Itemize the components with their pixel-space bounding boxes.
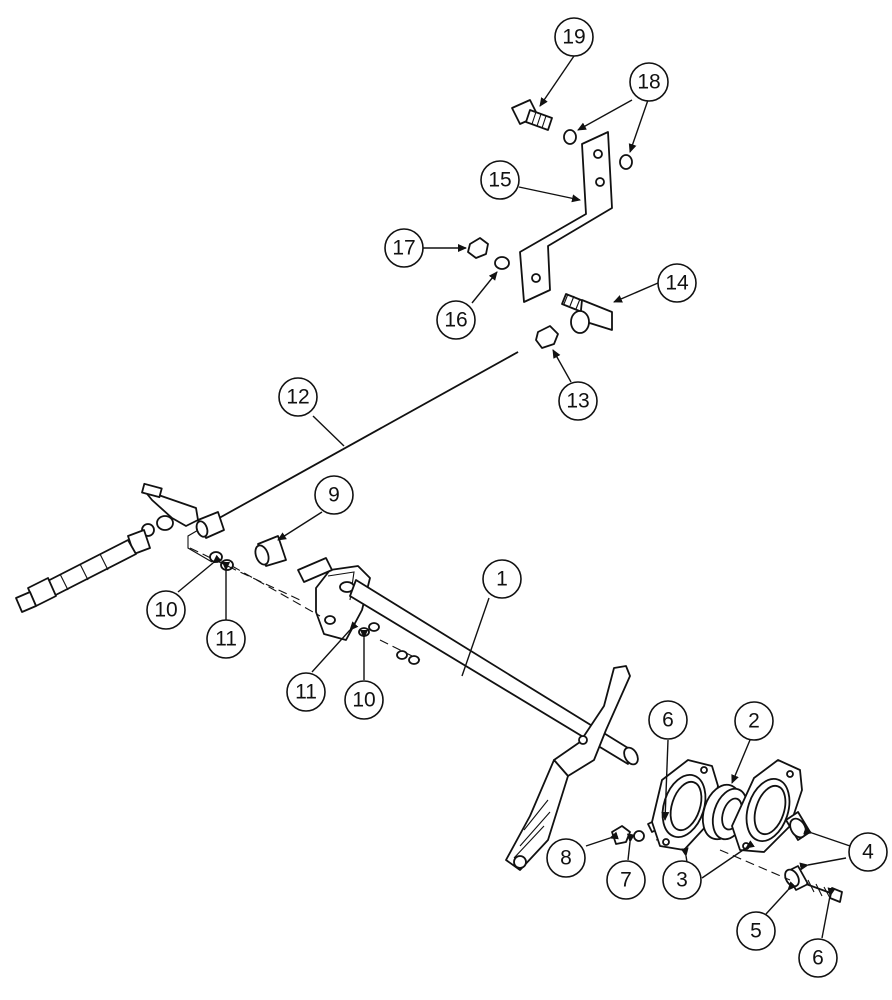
svg-text:4: 4 [862, 841, 874, 864]
callout-18: 18 [629, 62, 669, 102]
svg-text:14: 14 [665, 272, 689, 295]
control-rod [187, 351, 519, 563]
svg-text:18: 18 [637, 71, 660, 94]
svg-text:19: 19 [562, 26, 585, 49]
svg-text:6: 6 [662, 709, 674, 732]
callout-9: 9 [314, 475, 354, 515]
callout-3: 3 [662, 860, 702, 900]
callout-17: 17 [384, 228, 424, 268]
svg-text:11: 11 [295, 681, 317, 704]
svg-text:17: 17 [392, 237, 415, 260]
svg-text:15: 15 [488, 169, 511, 192]
svg-text:7: 7 [620, 869, 632, 892]
upper-bracket [519, 131, 613, 303]
svg-text:5: 5 [750, 920, 762, 943]
svg-text:2: 2 [748, 710, 760, 733]
callout-15: 15 [480, 160, 520, 200]
upper-bolt-washers [511, 99, 633, 170]
svg-text:10: 10 [154, 599, 177, 622]
pedal-lever [505, 665, 631, 871]
svg-text:8: 8 [560, 847, 572, 870]
callout-4: 4 [848, 832, 888, 872]
callout-13: 13 [558, 381, 598, 421]
callout-12: 12 [278, 377, 318, 417]
svg-text:13: 13 [566, 390, 589, 413]
callout-7: 7 [606, 860, 646, 900]
flange-housing-rear [731, 759, 803, 853]
callout-11-left: 11 [206, 619, 246, 659]
callout-1: 1 [482, 559, 522, 599]
svg-text:1: 1 [496, 568, 508, 591]
callout-11-center: 11 [286, 672, 326, 712]
callout-14: 14 [657, 263, 697, 303]
sleeve-bushing [195, 511, 287, 567]
callout-2: 2 [734, 701, 774, 741]
leader-lines [177, 55, 851, 939]
nut-washer-17-16 [467, 237, 510, 270]
callout-8: 8 [546, 838, 586, 878]
stud-14-nut-13 [535, 293, 613, 349]
callout-16: 16 [436, 300, 476, 340]
callout-5: 5 [736, 911, 776, 951]
callout-6-top: 6 [648, 700, 688, 740]
callout-6-bottom: 6 [798, 938, 838, 978]
svg-text:3: 3 [676, 869, 688, 892]
callout-10-left: 10 [146, 590, 186, 630]
svg-text:6: 6 [812, 947, 824, 970]
assembly-lines [189, 547, 421, 665]
svg-text:9: 9 [328, 484, 340, 507]
main-shaft [349, 579, 639, 766]
svg-text:10: 10 [352, 689, 375, 712]
svg-text:12: 12 [286, 386, 309, 409]
left-linkage [15, 482, 199, 613]
callout-10-center: 10 [344, 680, 384, 720]
svg-text:16: 16 [444, 309, 467, 332]
callout-19: 19 [554, 17, 594, 57]
svg-text:11: 11 [215, 628, 237, 651]
